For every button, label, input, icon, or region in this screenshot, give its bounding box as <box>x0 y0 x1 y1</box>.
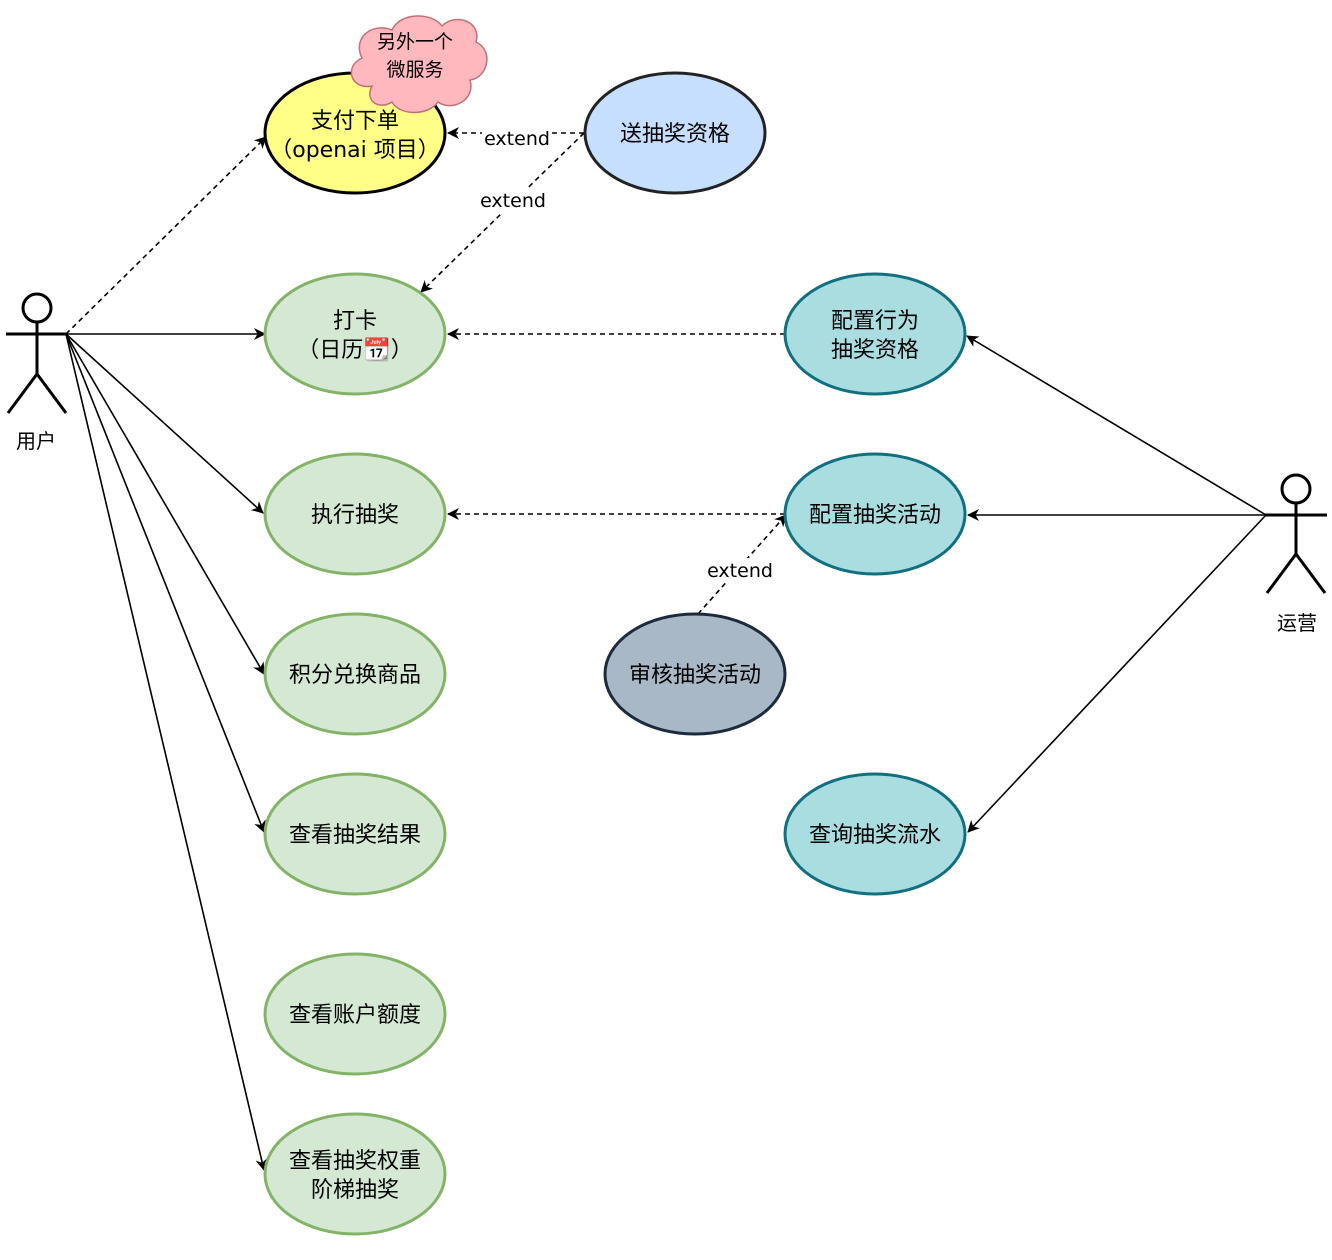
actor-user-leg-right <box>35 373 68 414</box>
actor-user-label: 用户 <box>16 429 56 453</box>
label-extend-pay: extend <box>484 128 550 150</box>
use-case-cfg-activity[interactable]: 配置抽奖活动 <box>783 452 967 576</box>
use-case-checkin-line-1: 打卡 <box>333 309 377 334</box>
actor-ops-leg-left <box>1265 553 1298 594</box>
use-case-query-label: 查询抽奖流水 <box>809 823 941 848</box>
use-case-cfg-qualification-line-2: 抽奖资格 <box>831 338 919 363</box>
use-case-cfg-qualification-line-1: 配置行为 <box>831 309 919 334</box>
cloud-note: 另外一个 微服务 <box>350 15 488 114</box>
use-case-checkin[interactable]: 打卡 （日历📆） <box>263 272 447 396</box>
cloud-note-line-1: 另外一个 <box>377 31 453 53</box>
use-case-review-label: 审核抽奖活动 <box>629 663 761 688</box>
actor-ops-leg-right <box>1294 553 1327 594</box>
actor-ops[interactable]: 运营 <box>1265 473 1327 635</box>
rel-ops-query <box>967 514 1267 833</box>
actor-user-head <box>21 292 53 324</box>
use-case-review-shape[interactable] <box>603 612 787 736</box>
relation-labels: extend extend extend <box>477 126 776 582</box>
actor-user[interactable]: 用户 <box>6 292 68 453</box>
use-case-pay-line-1: 支付下单 <box>311 109 399 134</box>
use-case-cfg-activity-label: 配置抽奖活动 <box>809 503 941 528</box>
use-case-draw[interactable]: 执行抽奖 <box>263 452 447 576</box>
rel-user-pay <box>65 136 267 335</box>
use-case-cfg-activity-shape[interactable] <box>783 452 967 576</box>
cloud-shape <box>350 15 488 114</box>
use-case-result-shape[interactable] <box>263 772 447 896</box>
rel-ops-cfgqual <box>966 335 1267 516</box>
use-case-query[interactable]: 查询抽奖流水 <box>783 772 967 896</box>
use-case-give-shape[interactable] <box>583 71 767 195</box>
actor-user-leg-left <box>6 373 39 414</box>
use-case-quota-label: 查看账户额度 <box>289 1003 421 1028</box>
cloud-note-line-2: 微服务 <box>386 59 443 81</box>
use-case-exchange[interactable]: 积分兑换商品 <box>263 612 447 736</box>
actor-ops-label: 运营 <box>1277 611 1317 635</box>
use-case-draw-label: 执行抽奖 <box>311 503 399 528</box>
use-case-weight-shape[interactable] <box>263 1112 447 1236</box>
use-case-weight-line-2: 阶梯抽奖 <box>311 1178 399 1203</box>
use-case-review[interactable]: 审核抽奖活动 <box>603 612 787 736</box>
label-extend-review: extend <box>707 560 773 582</box>
rel-give-checkin <box>420 132 585 293</box>
use-case-exchange-shape[interactable] <box>263 612 447 736</box>
use-case-result[interactable]: 查看抽奖结果 <box>263 772 447 896</box>
use-case-give-label: 送抽奖资格 <box>620 122 730 147</box>
use-case-query-shape[interactable] <box>783 772 967 896</box>
use-case-checkin-line-2: （日历📆） <box>297 337 412 363</box>
rel-user-draw <box>65 333 264 514</box>
use-case-quota-shape[interactable] <box>263 952 447 1076</box>
use-case-give[interactable]: 送抽奖资格 <box>583 71 767 195</box>
use-cases: 支付下单 （openai 项目） 送抽奖资格 打卡 （日历📆） 执行抽奖 积分兑… <box>263 71 967 1236</box>
rel-user-result <box>65 333 266 833</box>
use-case-cfg-qualification-shape[interactable] <box>783 272 967 396</box>
actor-ops-head <box>1280 473 1312 505</box>
use-case-draw-shape[interactable] <box>263 452 447 576</box>
relations <box>65 127 1267 1171</box>
label-extend-checkin: extend <box>480 190 546 212</box>
use-case-weight-line-1: 查看抽奖权重 <box>289 1149 421 1174</box>
rel-user-exchange <box>65 333 265 675</box>
use-case-result-label: 查看抽奖结果 <box>289 823 421 848</box>
use-case-weight[interactable]: 查看抽奖权重 阶梯抽奖 <box>263 1112 447 1236</box>
use-case-exchange-label: 积分兑换商品 <box>289 663 421 688</box>
use-case-checkin-shape[interactable] <box>263 272 447 396</box>
use-case-pay-line-2: （openai 项目） <box>270 138 440 163</box>
rel-user-weight <box>65 333 268 1171</box>
use-case-cfg-qualification[interactable]: 配置行为 抽奖资格 <box>783 272 967 396</box>
use-case-quota[interactable]: 查看账户额度 <box>263 952 447 1076</box>
